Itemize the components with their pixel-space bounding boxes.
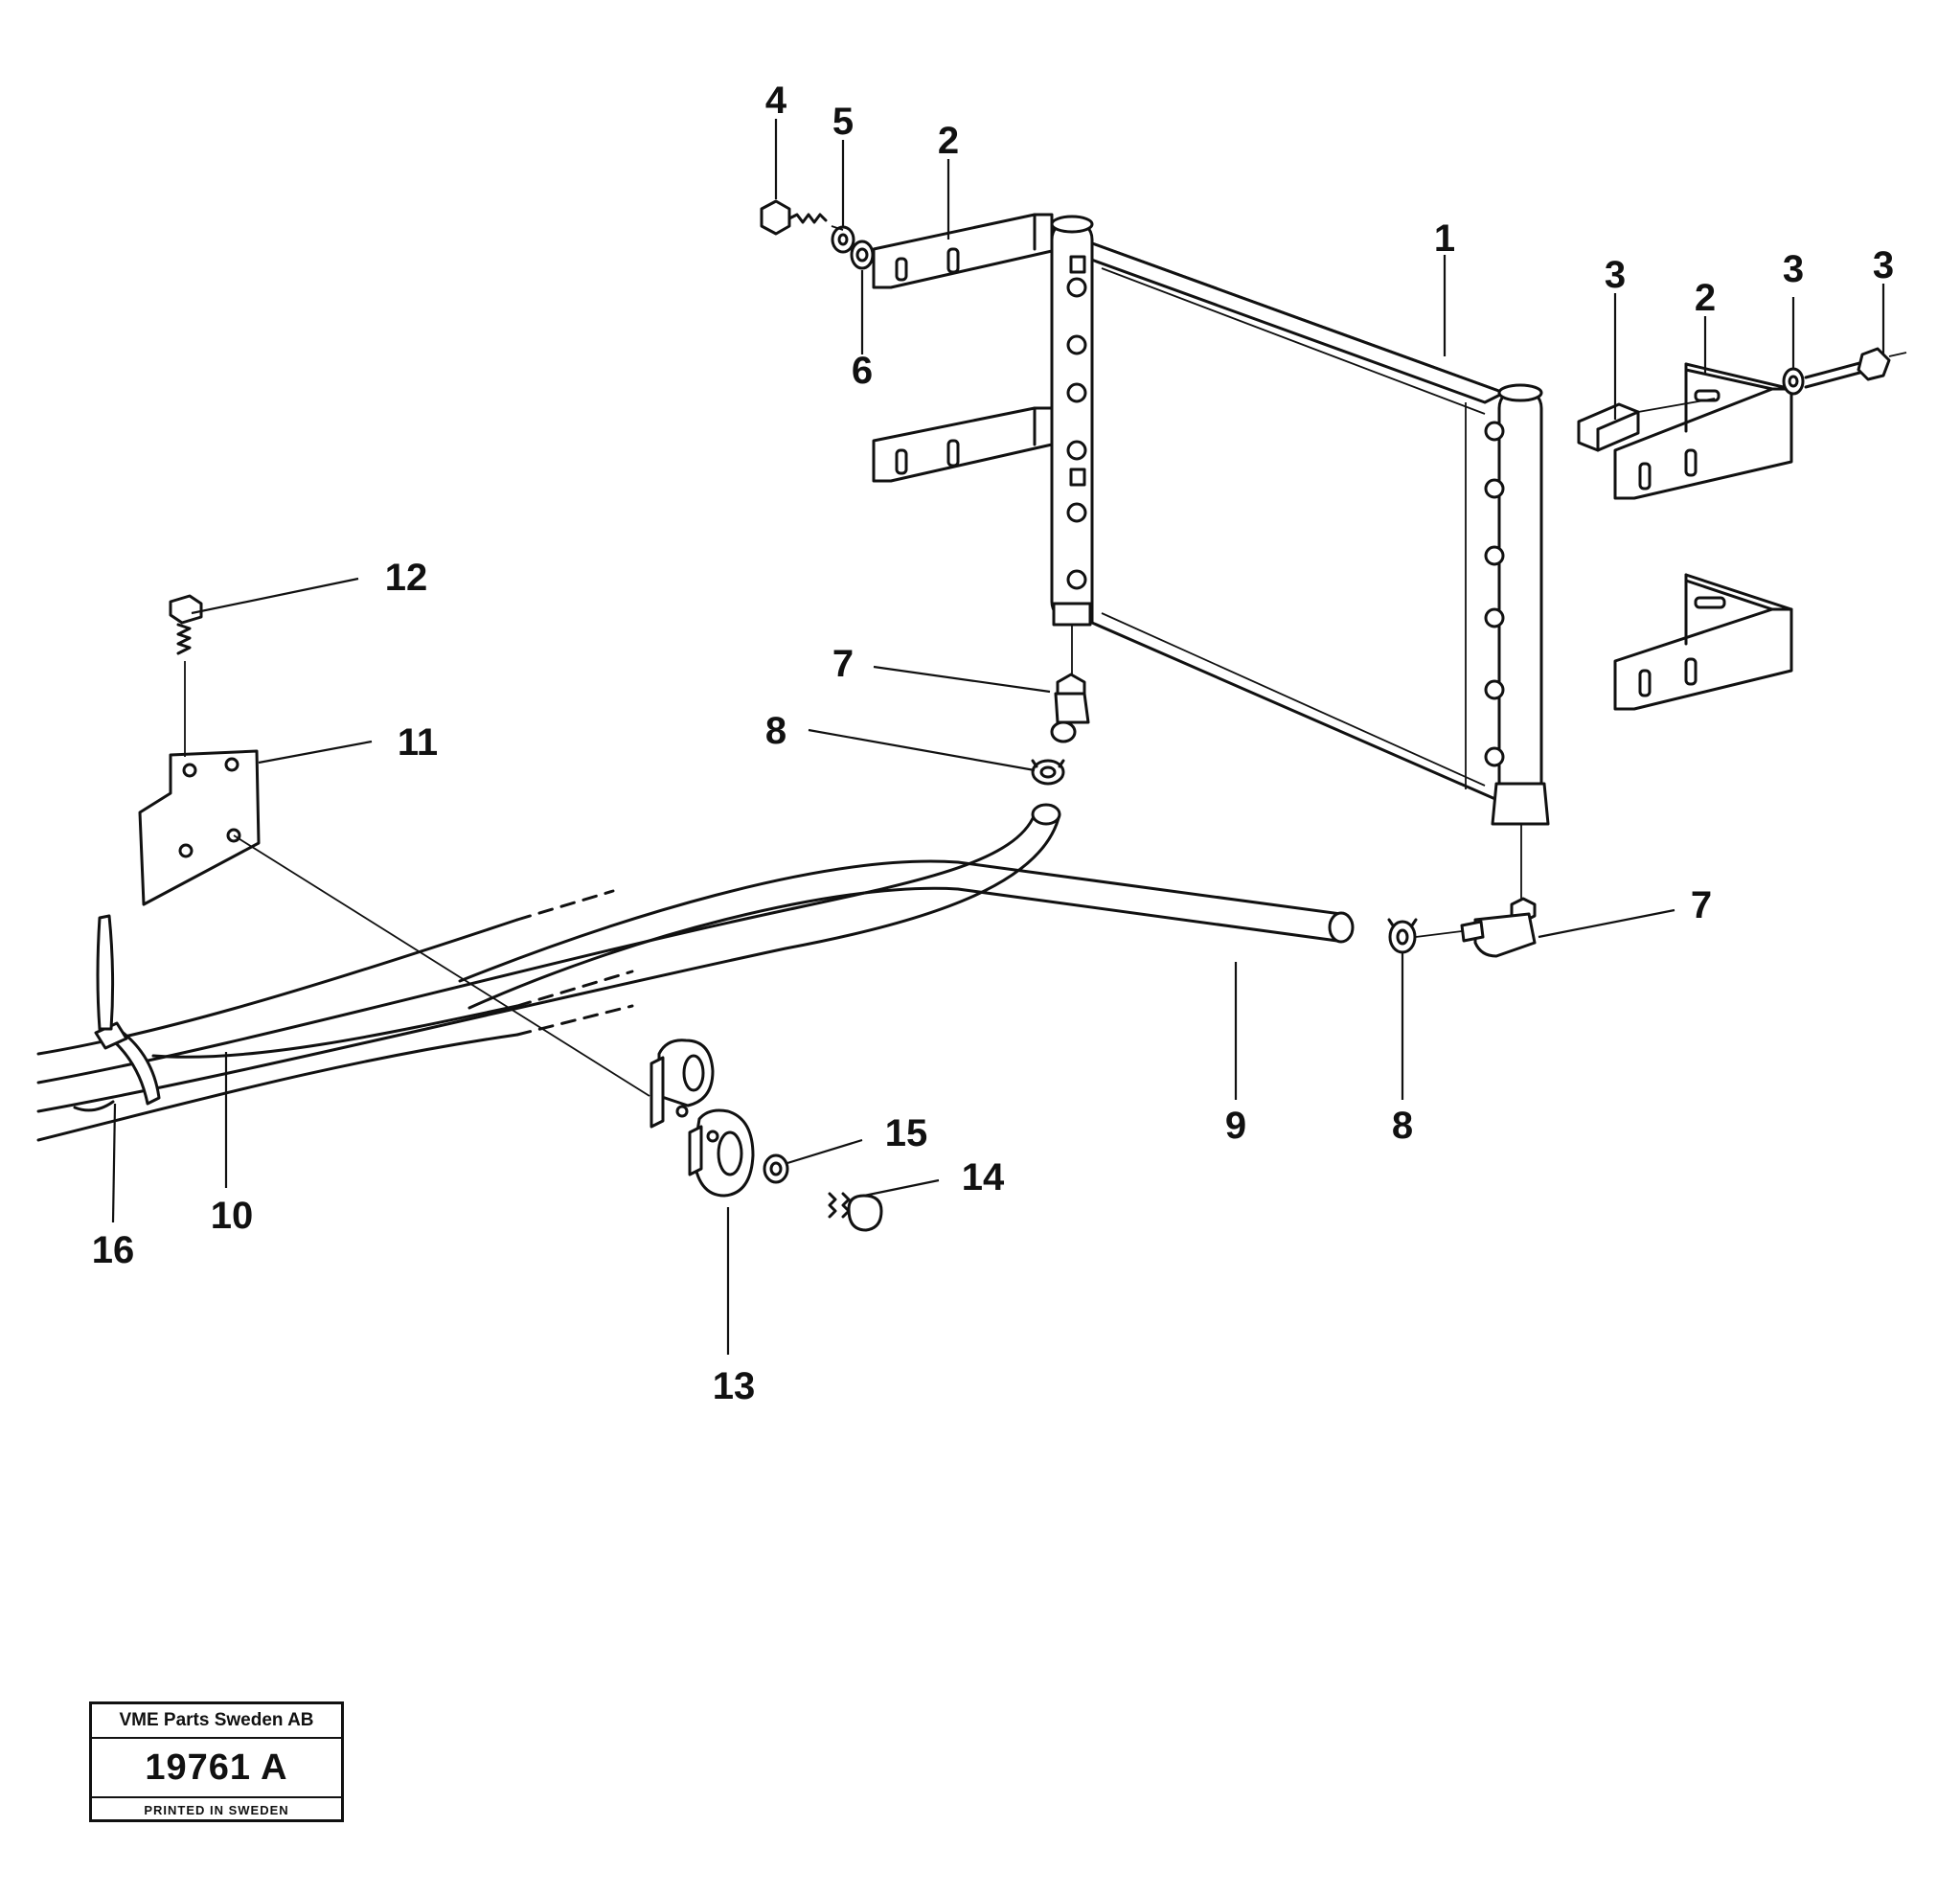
leaders (111, 119, 1885, 1355)
right-bracket-lower (1613, 573, 1793, 711)
left-bracket-lower (872, 406, 1054, 483)
washer-5 (831, 225, 855, 254)
callout-7-right: 7 (1691, 884, 1712, 926)
callout-2-right: 2 (1695, 277, 1716, 319)
hose-10 (36, 889, 634, 1142)
screw-12 (169, 594, 203, 757)
callout-15: 15 (885, 1112, 928, 1154)
nut-4 (760, 199, 828, 236)
stamp-number: 19761 A (92, 1739, 341, 1798)
hose-9 (458, 859, 1355, 1010)
callout-13: 13 (713, 1365, 756, 1407)
callout-3-bolt: 3 (1873, 244, 1894, 286)
left-bracket-upper (872, 213, 1054, 289)
callout-8-right: 8 (1392, 1105, 1413, 1147)
fitting-7-upper (1050, 625, 1090, 743)
callout-3-washer: 3 (1783, 248, 1804, 290)
spacer-3 (1577, 398, 1716, 452)
callout-3-spacer: 3 (1605, 254, 1626, 296)
stamp-printed: PRINTED IN SWEDEN (144, 1802, 289, 1817)
washer-15 (763, 1153, 789, 1184)
cable-tie-16 (73, 914, 161, 1112)
callout-5: 5 (832, 101, 854, 143)
callout-1: 1 (1434, 217, 1455, 260)
clamp-8-upper (1031, 759, 1065, 786)
title-stamp: VME Parts Sweden AB 19761 A PRINTED IN S… (89, 1701, 344, 1822)
callout-10: 10 (211, 1195, 254, 1237)
clamp-13 (650, 1039, 755, 1198)
callout-7-upper: 7 (832, 643, 854, 685)
callout-8-upper: 8 (765, 710, 786, 752)
right-bracket-upper (1613, 362, 1793, 500)
callout-4: 4 (765, 80, 787, 122)
hose-upper (36, 803, 1061, 1113)
clamp-8-right (1387, 918, 1418, 954)
washer-6 (850, 240, 875, 270)
stamp-company: VME Parts Sweden AB (92, 1704, 341, 1739)
cooler-core (1050, 215, 1550, 826)
callout-6: 6 (852, 350, 873, 392)
callout-14: 14 (962, 1156, 1005, 1199)
bracket-11 (138, 749, 261, 906)
callout-16: 16 (92, 1229, 135, 1271)
fitting-7-right (1460, 824, 1537, 958)
callout-2-left: 2 (938, 120, 959, 162)
callout-9: 9 (1225, 1105, 1246, 1147)
callout-11: 11 (398, 721, 438, 764)
washer-3 (1782, 367, 1805, 396)
bolt-14 (828, 1192, 883, 1232)
callout-12: 12 (385, 557, 428, 599)
bolt-3 (1804, 347, 1907, 389)
